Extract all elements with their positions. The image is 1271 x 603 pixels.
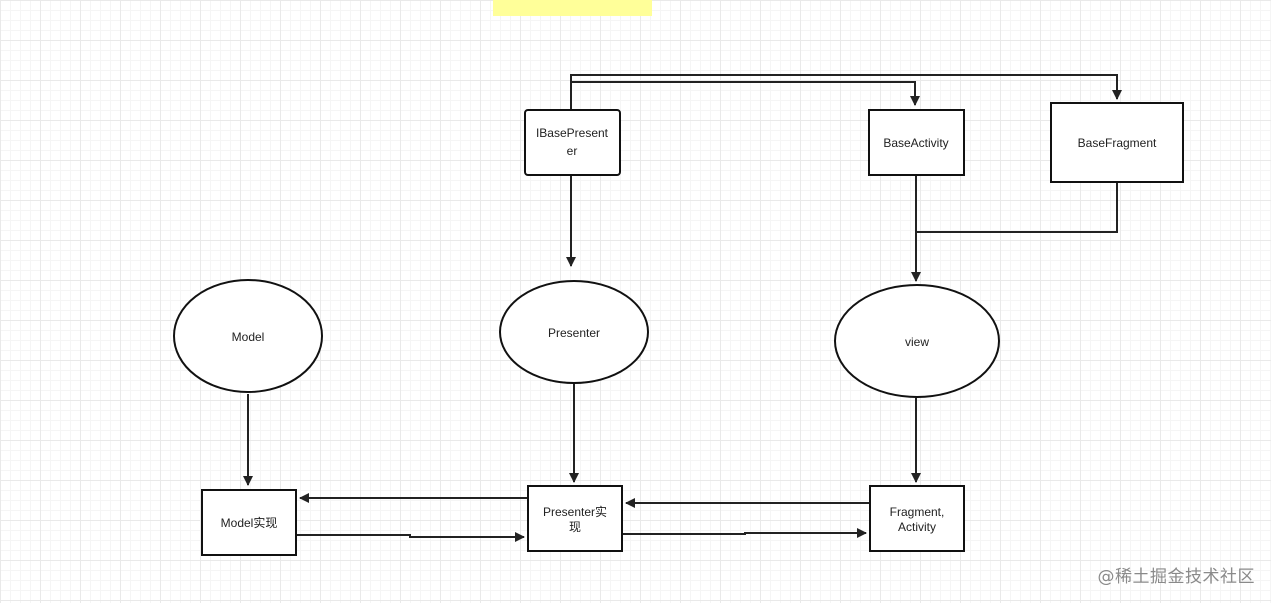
- node-ibasepresenter[interactable]: IBasePresent er: [524, 109, 621, 176]
- node-ibasepresenter-label-line2: er: [567, 144, 578, 158]
- node-fragmentactivity-label-line1: Fragment,: [890, 505, 945, 519]
- node-ibasepresenter-label-line1: IBasePresent: [536, 126, 609, 140]
- node-presenterimpl[interactable]: Presenter实 现: [527, 485, 623, 552]
- node-basefragment[interactable]: BaseFragment: [1050, 102, 1184, 183]
- node-modelimpl-label: Model实现: [221, 515, 278, 530]
- node-modelimpl[interactable]: Model实现: [201, 489, 297, 556]
- highlight-note: [493, 0, 652, 16]
- watermark: @稀土掘金技术社区: [1097, 567, 1255, 587]
- node-view[interactable]: view: [834, 284, 1000, 398]
- edge-ibasepresenter-to-baseactivity: [570, 81, 920, 110]
- node-model[interactable]: Model: [173, 279, 323, 393]
- node-presenterimpl-label-line1: Presenter实: [543, 504, 607, 519]
- node-baseactivity[interactable]: BaseActivity: [868, 109, 965, 176]
- node-presenter-label: Presenter: [548, 326, 600, 340]
- node-fragmentactivity-label-line2: Activity: [898, 520, 936, 534]
- edges: [243, 74, 1122, 542]
- node-view-label: view: [905, 335, 929, 349]
- edge-basefragment-to-view: [916, 182, 1118, 233]
- node-model-label: Model: [232, 330, 265, 344]
- node-baseactivity-label: BaseActivity: [883, 136, 948, 150]
- node-basefragment-label: BaseFragment: [1078, 136, 1157, 150]
- edge-modelimpl-to-presenterimpl: [296, 532, 525, 542]
- edge-presenterimpl-to-fragmentactivity: [622, 528, 867, 538]
- edge-ibasepresenter-to-basefragment: [570, 74, 1122, 100]
- node-presenterimpl-label-line2: 现: [569, 520, 581, 534]
- node-presenter[interactable]: Presenter: [499, 280, 649, 384]
- node-fragmentactivity[interactable]: Fragment, Activity: [869, 485, 965, 552]
